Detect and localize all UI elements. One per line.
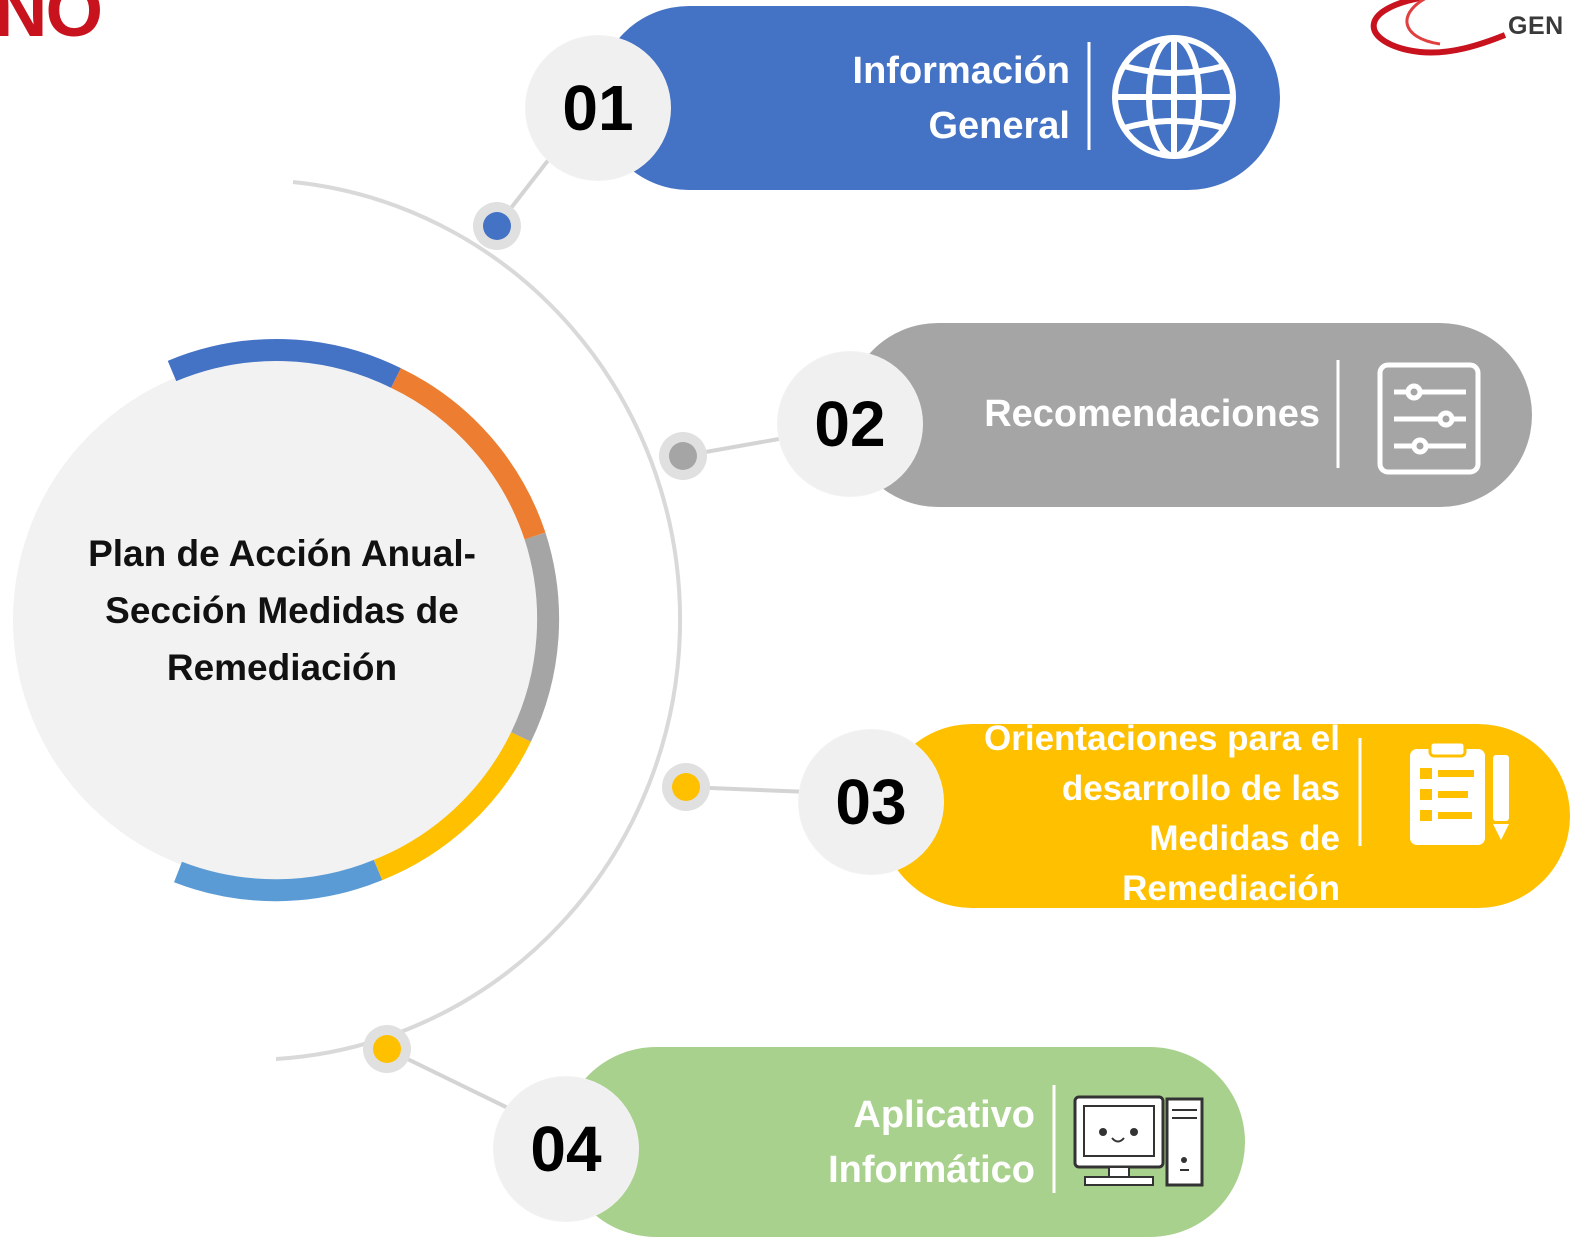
number-badge-01: 01 <box>526 36 670 180</box>
dot-04-inner <box>373 1035 401 1063</box>
item-label-04: Aplicativo Informático <box>828 1094 1035 1191</box>
logo-swoosh <box>1370 0 1507 56</box>
desktop-computer-icon <box>1073 1095 1204 1187</box>
ring-segment-yellow <box>373 732 531 881</box>
center-title: Plan de Acción Anual- Sección Medidas de… <box>88 533 476 688</box>
item-label-01: Información General <box>852 50 1070 147</box>
item-label-02: Recomendaciones <box>984 393 1320 435</box>
dot-01-inner <box>483 212 511 240</box>
guide-arc <box>275 180 682 1061</box>
number-badge-04: 04 <box>494 1077 638 1221</box>
ring-segment-orange <box>391 368 546 540</box>
number-badge-03: 03 <box>799 730 943 874</box>
ring-segment-lightblue <box>174 859 383 902</box>
number-badge-02: 02 <box>778 352 922 496</box>
logo-left-text: NO <box>0 0 103 52</box>
logo-right-text: GEN <box>1508 12 1564 40</box>
dot-02-inner <box>669 442 697 470</box>
logo-swoosh-inner <box>1405 0 1441 46</box>
center-circle <box>13 358 537 882</box>
pill-04 <box>561 1047 1245 1237</box>
ring-segment-gray <box>511 532 560 742</box>
pill-02 <box>846 323 1532 507</box>
ring-segment-blue <box>167 339 401 388</box>
item-label-03: Orientaciones para el desarrollo de las … <box>984 719 1340 908</box>
pill-03 <box>880 724 1570 908</box>
sliders-icon <box>1377 362 1481 475</box>
clipboard-checklist-icon <box>1410 740 1509 845</box>
pill-01 <box>597 6 1280 190</box>
globe-icon <box>1112 35 1236 159</box>
dot-03-inner <box>672 773 700 801</box>
